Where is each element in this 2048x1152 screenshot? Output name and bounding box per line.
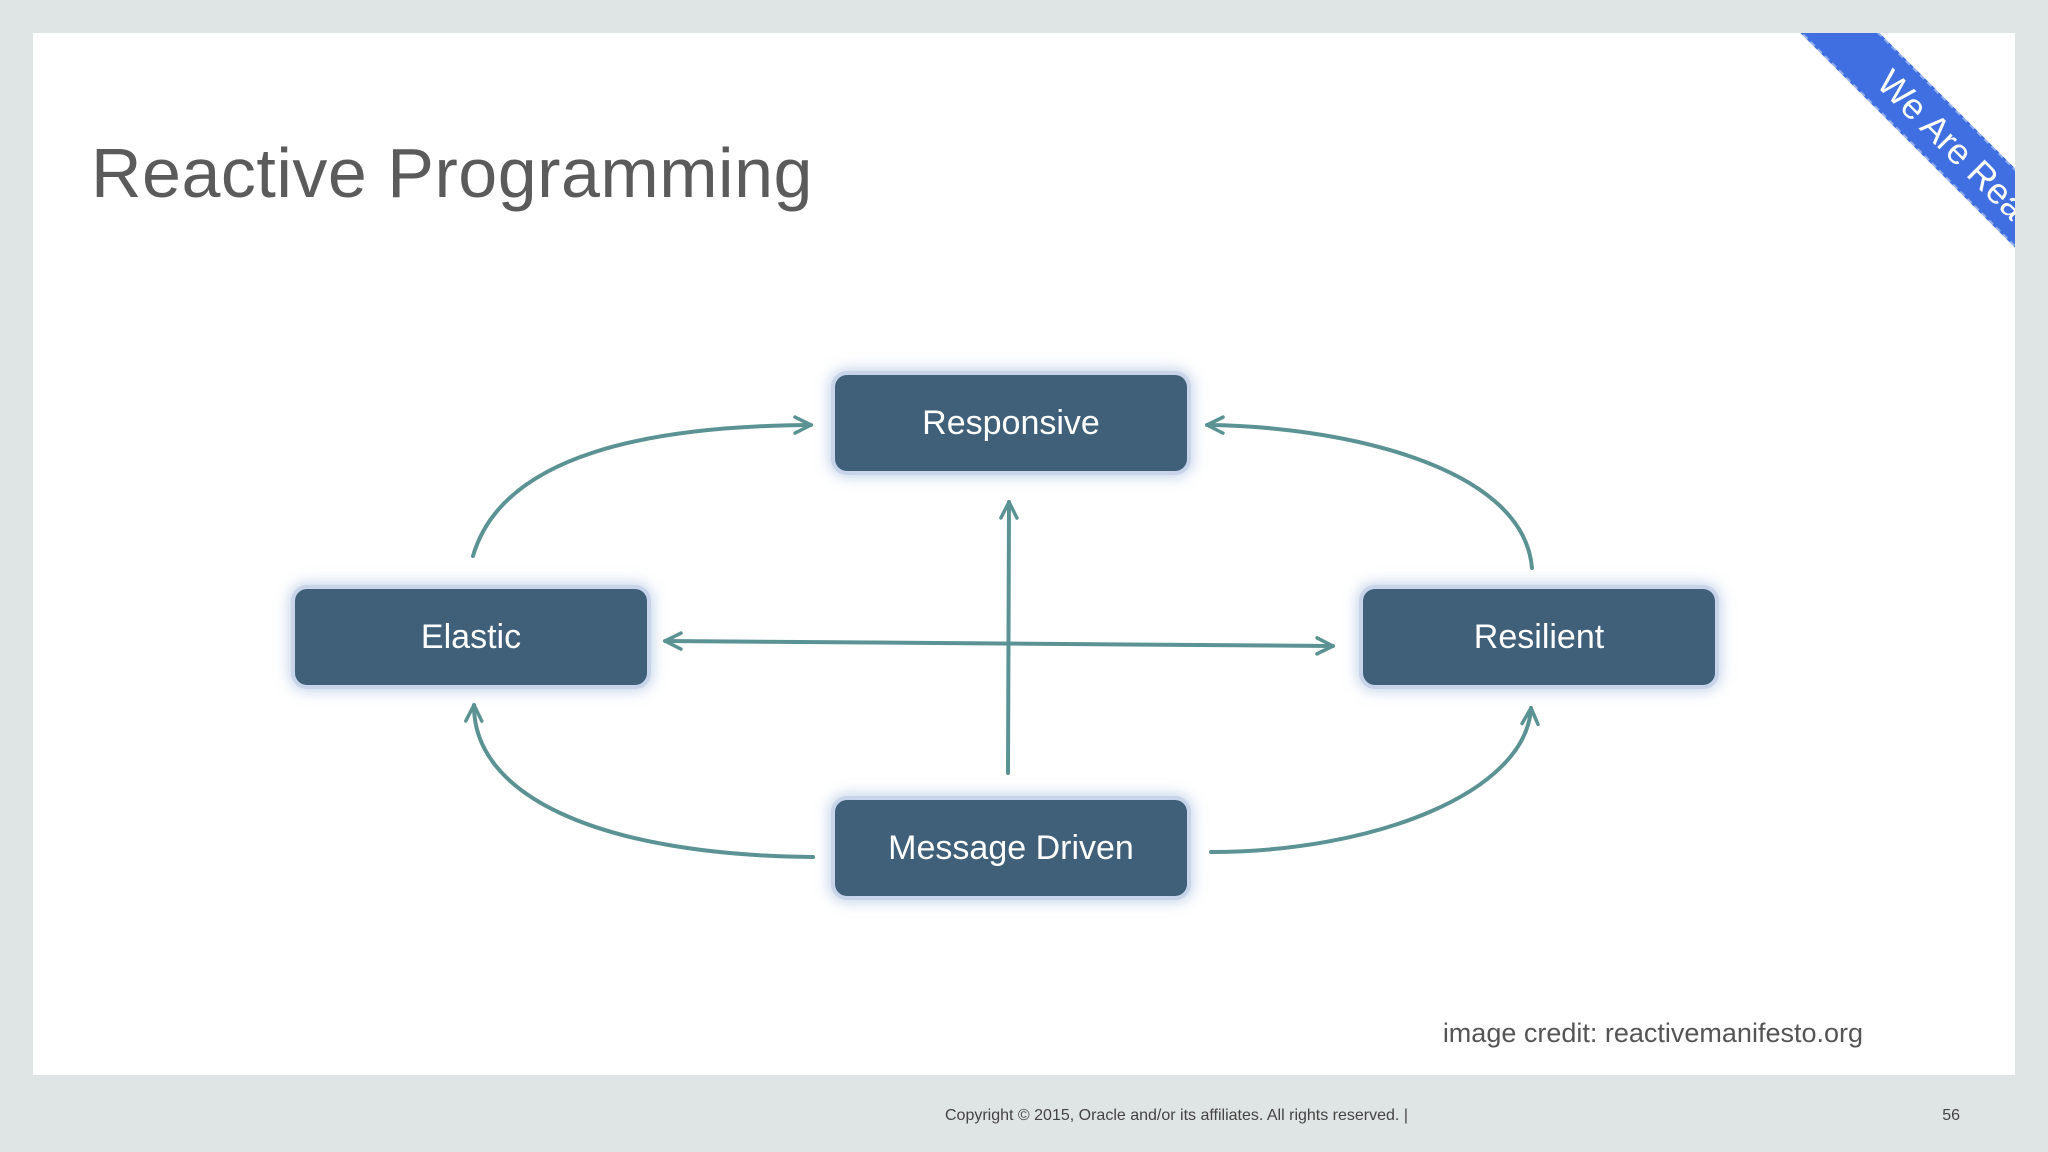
image-credit: image credit: reactivemanifesto.org (1442, 1018, 1863, 1048)
node-elastic: Elastic (295, 589, 647, 685)
node-responsive: Responsive (835, 375, 1187, 471)
arrow-message-driven-to-elastic (464, 703, 815, 859)
diagram-arrows (464, 415, 1540, 859)
arrow-elastic-resilient (663, 631, 1335, 656)
arrow-message-driven-to-resilient (1209, 706, 1540, 854)
slide-title: Reactive Programming (91, 134, 813, 212)
node-resilient: Resilient (1363, 589, 1715, 685)
node-message-driven: Message Driven (835, 800, 1187, 896)
arrow-message-driven-to-responsive (999, 500, 1019, 775)
arrow-resilient-to-responsive (1205, 415, 1534, 570)
footer-copyright: Copyright © 2015, Oracle and/or its affi… (945, 1107, 1408, 1124)
slide: Reactive Programming Responsive Elastic … (33, 33, 2015, 1075)
arrow-elastic-to-responsive (471, 415, 813, 558)
page-number: 56 (1942, 1107, 1960, 1124)
